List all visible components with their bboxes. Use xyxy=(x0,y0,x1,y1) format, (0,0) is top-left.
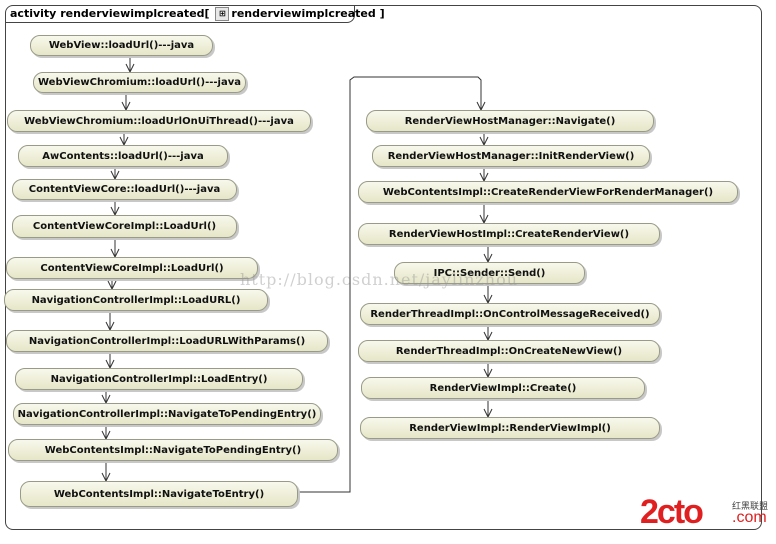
header-bracket-open: [ xyxy=(204,7,210,20)
header-name: renderviewimplcreated xyxy=(60,7,205,20)
action-node[interactable]: RenderViewHostManager::Navigate() xyxy=(366,110,654,132)
action-node[interactable]: NavigationControllerImpl::NavigateToPend… xyxy=(13,403,321,425)
action-node[interactable]: WebViewChromium::loadUrlOnUiThread()---j… xyxy=(7,110,311,132)
action-node[interactable]: WebContentsImpl::CreateRenderViewForRend… xyxy=(358,181,738,203)
flow-edge xyxy=(298,76,482,493)
action-node[interactable]: RenderViewHostImpl::CreateRenderView() xyxy=(358,223,660,245)
activity-frame xyxy=(5,5,762,530)
activity-diagram-icon: ⊞ xyxy=(215,7,230,21)
action-node[interactable]: ContentViewCore::loadUrl()---java xyxy=(12,179,237,200)
site-logo: 2cto 红黑联盟 .com xyxy=(640,493,768,531)
action-node[interactable]: AwContents::loadUrl()---java xyxy=(18,145,228,167)
action-node[interactable]: ContentViewCoreImpl::LoadUrl() xyxy=(6,257,258,279)
action-node[interactable]: NavigationControllerImpl::LoadEntry() xyxy=(15,368,303,390)
action-node[interactable]: NavigationControllerImpl::LoadURLWithPar… xyxy=(6,330,328,352)
logo-main: 2cto xyxy=(640,493,704,531)
logo-suffix: .com xyxy=(732,509,767,526)
action-node[interactable]: IPC::Sender::Send() xyxy=(394,262,585,284)
action-node[interactable]: RenderViewHostManager::InitRenderView() xyxy=(372,145,650,167)
action-node[interactable]: WebViewChromium::loadUrl()---java xyxy=(33,72,246,93)
action-node[interactable]: WebContentsImpl::NavigateToPendingEntry(… xyxy=(8,439,338,461)
action-node[interactable]: NavigationControllerImpl::LoadURL() xyxy=(4,289,268,311)
action-node[interactable]: WebContentsImpl::NavigateToEntry() xyxy=(20,481,298,507)
logo-chinese: 红黑联盟 xyxy=(732,502,769,512)
action-node[interactable]: ContentViewCoreImpl::LoadUrl() xyxy=(12,215,237,238)
header-keyword: activity xyxy=(10,7,57,20)
header-bracket-close: ] xyxy=(379,7,385,20)
action-node[interactable]: RenderThreadImpl::OnControlMessageReceiv… xyxy=(360,303,660,325)
action-node[interactable]: RenderViewImpl::Create() xyxy=(361,377,645,399)
header-ref-name: renderviewimplcreated xyxy=(231,7,376,20)
action-node[interactable]: RenderViewImpl::RenderViewImpl() xyxy=(360,417,660,439)
frame-header: activity renderviewimplcreated[ ⊞renderv… xyxy=(5,5,385,23)
action-node[interactable]: RenderThreadImpl::OnCreateNewView() xyxy=(358,340,660,362)
watermark: http://blog.csdn.net/jaylinzhou xyxy=(240,270,519,289)
action-node[interactable]: WebView::loadUrl()---java xyxy=(30,35,213,56)
